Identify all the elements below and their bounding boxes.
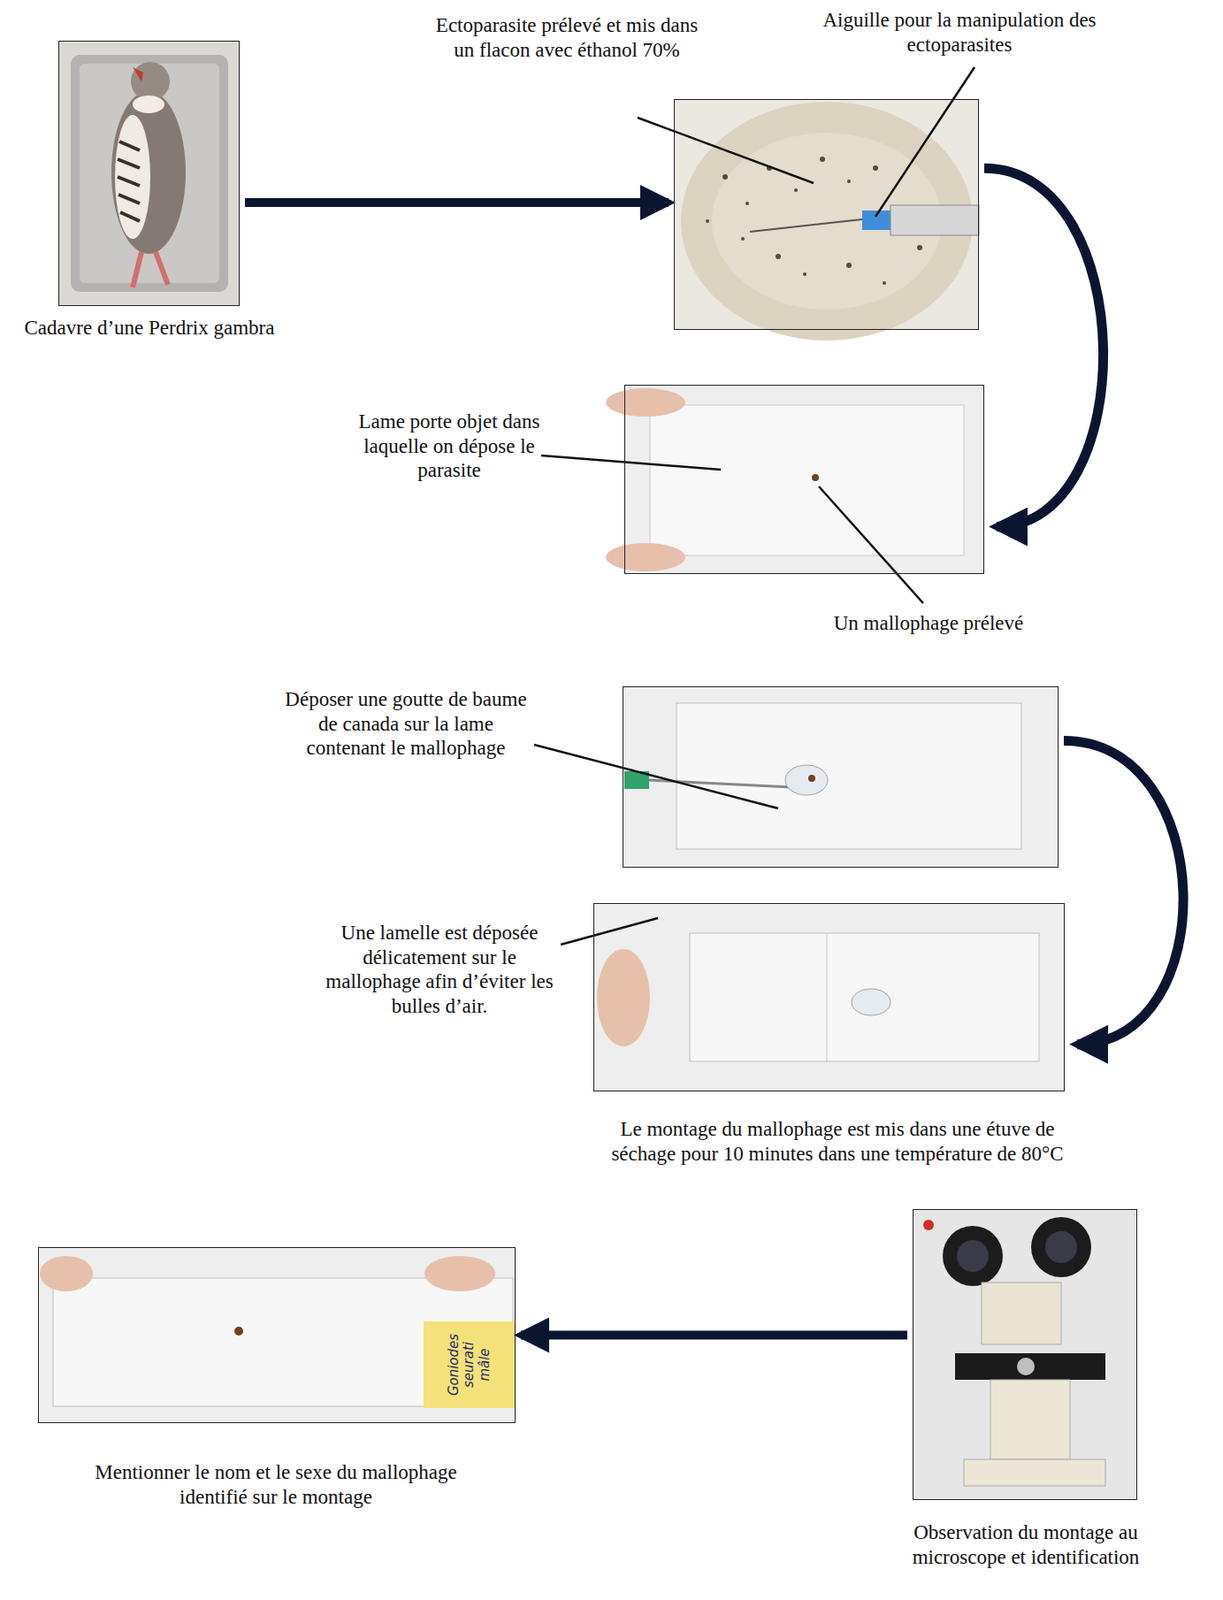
illustration-part [819,156,826,162]
illustration-part [912,1208,1138,1500]
illustration-part [808,774,816,782]
illustration-part [624,384,985,574]
step-caption: Le montage du mallophage est mis dans un… [598,1116,1077,1166]
illustration-part [882,281,887,285]
illustration-part [942,1225,1003,1286]
step-caption: Déposer une goutte de baume de canada su… [282,687,530,761]
photo-step: Observation du montage au microscope et … [912,1208,1138,1500]
illustration-part [875,67,975,217]
illustration-part [741,236,745,241]
illustration-part [794,188,798,192]
illustration-part [846,262,852,268]
flow-arrow [1063,741,1184,1045]
illustration-part [956,1239,989,1272]
microscope-photo [912,1208,1138,1500]
illustration-part [689,932,1040,1062]
illustration-part [132,67,144,82]
illustration-part [637,117,814,184]
photo-step: Une lamelle est déposée délicatement sur… [593,902,1065,1092]
illustration-part [923,1219,934,1231]
illustration-part [745,201,750,206]
illustration-part [818,486,924,604]
illustration-part [593,902,1065,1092]
illustration-part [130,61,170,101]
illustration-part [560,917,658,945]
illustration-part [955,1352,1106,1380]
illustration-part [722,174,728,180]
illustration-part [605,542,686,572]
illustration-part [890,205,979,236]
illustration-part [811,473,819,482]
step-caption: Une lamelle est déposée délicatement sur… [324,920,555,1018]
illustration-part [963,1459,1106,1486]
step-caption: Aiguille pour la manipulation des ectopa… [787,7,1132,57]
illustration-part [705,156,923,285]
illustration-part [541,455,721,470]
illustration-part [423,1321,516,1408]
step-caption: Cadavre d’une Perdrix gambra [7,315,291,341]
step-caption: Ectoparasite prélevé et mis dans un flac… [434,13,700,62]
labeled-slide-photo [38,1246,516,1423]
step-caption: Observation du montage au microscope et … [893,1520,1159,1569]
illustration-part [847,179,851,184]
photo-step: Cadavre d’une Perdrix gambra [58,40,240,306]
illustration-part [424,1255,496,1292]
slide-coverslip-photo [593,902,1065,1092]
illustration-part [234,1326,244,1336]
illustration-part [38,1246,516,1423]
illustration-part [1031,1216,1092,1277]
illustration-part [132,95,165,114]
illustration-part [775,253,781,260]
handwritten-label: Goniodes seurati mâle [446,1323,493,1406]
flow-arrow [244,198,669,207]
slide-balm-photo [622,686,1059,868]
illustration-part [622,686,1059,868]
step-caption: Un mallophage prélevé [817,611,1040,636]
step-caption: Mentionner le nom et le sexe du mallopha… [63,1459,489,1509]
illustration-part [851,988,891,1016]
photo-step: Déposer une goutte de baume de canada su… [622,686,1059,868]
flow-arrow [520,1330,908,1340]
partridge-photo [58,40,240,306]
slide-photo [605,384,985,574]
illustration-part [132,252,169,288]
illustration-part [58,40,240,306]
illustration-part [1045,1230,1078,1263]
illustration-part [114,114,151,239]
illustration-part [785,764,828,795]
illustration-part [111,91,186,254]
flow-arrow [984,168,1104,527]
illustration-part [649,405,964,556]
photo-step: Ectoparasite prélevé et mis dans un flac… [673,99,979,330]
illustration-part [917,244,923,251]
illustration-part [802,272,807,276]
illustration-part [705,219,710,223]
illustration-part [826,932,828,1062]
photo-step: Lame porte objet dans laquelle on dépose… [624,384,985,574]
illustration-part [749,219,863,232]
illustration-part [534,744,779,809]
illustration-part [676,703,1022,849]
illustration-part [981,1282,1062,1345]
illustration-part [39,1255,93,1292]
illustration-part [605,388,686,417]
photo-step: Mentionner le nom et le sexe du mallopha… [38,1246,516,1423]
illustration-part [990,1379,1071,1460]
illustration-part [1016,1357,1035,1376]
vial-photo [673,99,979,341]
illustration-part [117,141,140,222]
illustration-part [79,63,220,283]
step-caption: Lame porte objet dans laquelle on dépose… [347,409,551,483]
illustration-part [596,948,650,1047]
illustration-part [70,54,229,292]
illustration-part [872,165,879,171]
